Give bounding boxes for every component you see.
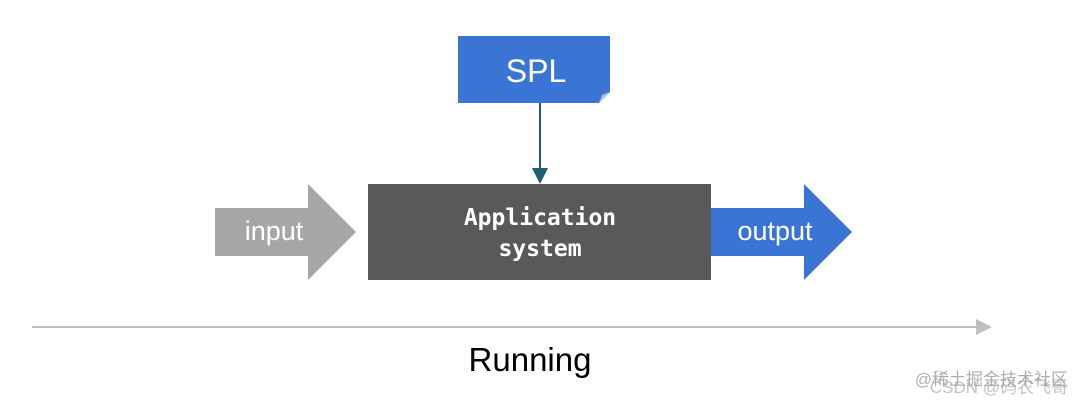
spl-box-fold	[599, 92, 610, 103]
watermark-line1: @稀土掘金技术社区	[915, 370, 1068, 389]
watermark-line2: CSDN @码农飞哥	[930, 378, 1068, 397]
input-arrow	[215, 184, 356, 280]
application-system-label-line2: system	[498, 236, 581, 262]
input-label: input	[245, 216, 304, 246]
application-system-box	[368, 184, 711, 280]
spl-box	[458, 36, 610, 103]
output-label: output	[737, 216, 813, 246]
output-arrow	[711, 184, 852, 280]
spl-node: SPL	[458, 36, 610, 103]
spl-label: SPL	[506, 53, 566, 89]
application-system-label-line1: Application	[464, 205, 616, 231]
input-node: input	[215, 184, 356, 280]
running-label: Running	[469, 341, 592, 378]
application-system-node: Application system	[368, 184, 711, 280]
output-node: output	[711, 184, 852, 280]
